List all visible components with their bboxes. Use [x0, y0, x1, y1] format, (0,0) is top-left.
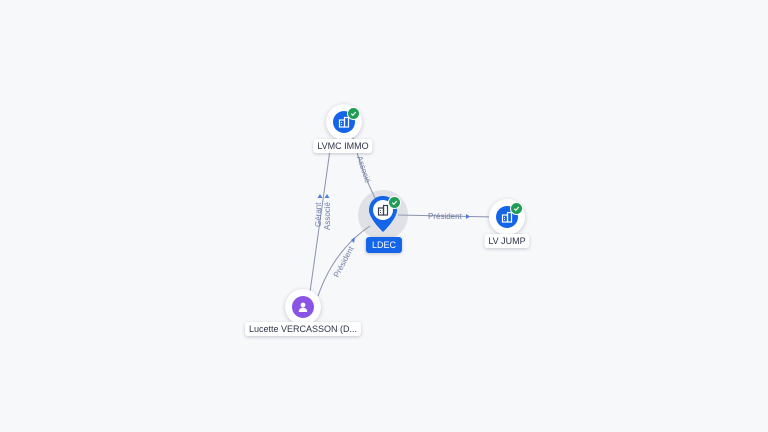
node-label: Lucette VERCASSON (D...	[244, 322, 362, 336]
person-node-badge	[292, 296, 314, 318]
arrow-icon	[466, 214, 470, 219]
edge-label: Gérant	[314, 202, 323, 227]
verified-check-icon	[347, 107, 360, 120]
edge-lucette-lvmc[interactable]: Gérant Associé	[309, 149, 332, 293]
person-icon	[298, 302, 308, 312]
node-lucette-vercasson[interactable]	[285, 289, 321, 325]
arrow-icon	[324, 194, 330, 198]
node-lvmc-immo[interactable]	[326, 104, 362, 140]
arrow-icon	[317, 194, 323, 198]
arrow-icon	[351, 237, 355, 243]
edge-label: Président	[428, 212, 463, 221]
building-icon	[501, 211, 513, 223]
building-icon	[377, 204, 389, 216]
node-label: LDEC	[365, 237, 403, 253]
edge-label: Associé	[323, 201, 332, 230]
building-icon	[338, 116, 350, 128]
node-label: LV JUMP	[484, 234, 530, 248]
edge-label: Associé	[355, 155, 372, 185]
verified-check-icon	[388, 196, 401, 209]
node-label: LVMC IMMO	[313, 139, 373, 153]
node-ldec[interactable]	[358, 190, 408, 240]
node-lv-jump[interactable]	[489, 199, 525, 235]
verified-check-icon	[510, 202, 523, 215]
edge-ldec-lvjump[interactable]: Président	[397, 212, 495, 221]
